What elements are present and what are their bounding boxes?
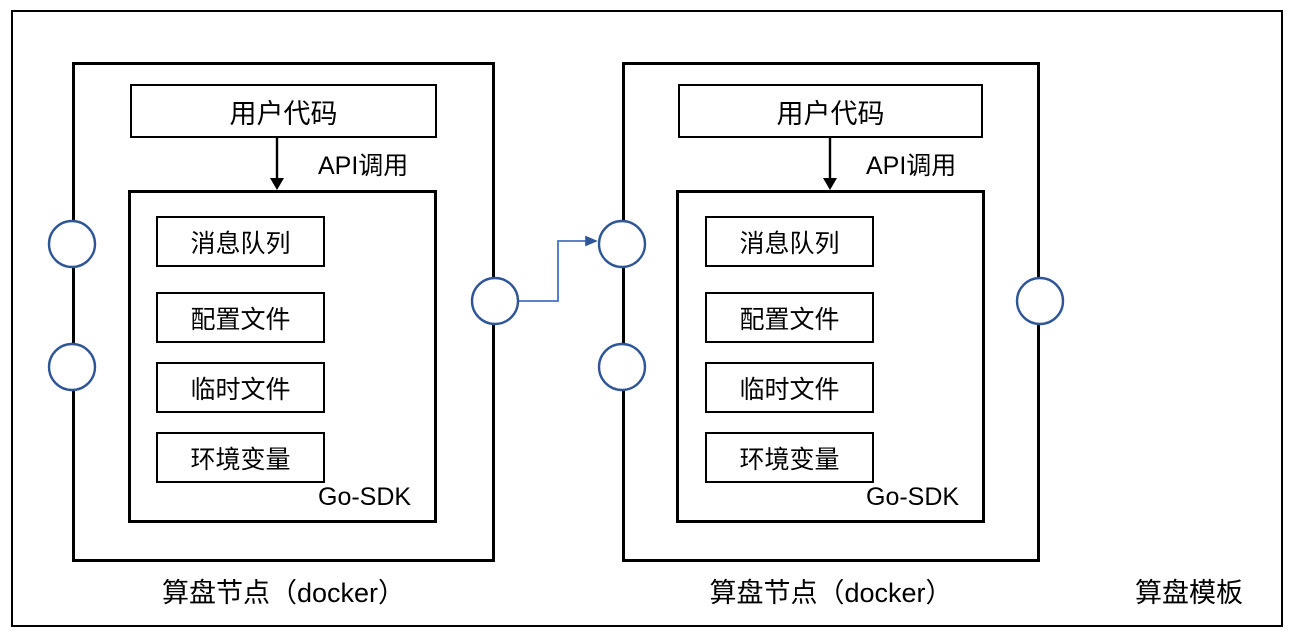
node-2-sdk-item-0[interactable]: 消息队列 xyxy=(705,216,874,267)
node-1-api-arrow xyxy=(270,138,284,190)
abacus-template-frame xyxy=(11,10,1283,627)
node-2-sdk-item-1-label: 配置文件 xyxy=(739,305,840,334)
node-2-user-code-box[interactable]: 用户代码 xyxy=(678,84,983,138)
node-2-go-sdk-label: Go-SDK xyxy=(866,483,960,511)
node-2-sdk-item-1[interactable]: 配置文件 xyxy=(705,292,874,343)
node-2-sdk-item-2-label: 临时文件 xyxy=(739,375,840,404)
node-2-api-call-label: API调用 xyxy=(866,152,957,180)
node-1-go-sdk-frame xyxy=(128,190,437,523)
node-2-caption: 算盘节点（docker） xyxy=(709,578,953,608)
node-1-left-lower-port[interactable] xyxy=(47,342,97,392)
node-2-left-upper-port[interactable] xyxy=(597,219,647,269)
node-1-sdk-item-0-label: 消息队列 xyxy=(190,229,291,258)
inter-node-link xyxy=(519,235,598,302)
node-1-sdk-item-0[interactable]: 消息队列 xyxy=(156,216,325,267)
node-2-api-arrow xyxy=(823,138,837,190)
node-1-user-code-box[interactable]: 用户代码 xyxy=(130,84,437,138)
node-2-user-code-label: 用户代码 xyxy=(776,98,885,129)
node-1-sdk-item-2-label: 临时文件 xyxy=(190,375,291,404)
node-1-sdk-item-1-label: 配置文件 xyxy=(190,305,291,334)
node-2-right-port[interactable] xyxy=(1015,276,1065,326)
node-2-go-sdk-frame xyxy=(676,190,985,523)
node-1-sdk-item-3-label: 环境变量 xyxy=(190,445,291,474)
node-2-sdk-item-0-label: 消息队列 xyxy=(739,229,840,258)
node-2-sdk-item-3-label: 环境变量 xyxy=(739,445,840,474)
node-1-go-sdk-label: Go-SDK xyxy=(318,483,412,511)
node-2-left-lower-port[interactable] xyxy=(597,342,647,392)
node-2-sdk-item-2[interactable]: 临时文件 xyxy=(705,362,874,413)
node-1-user-code-label: 用户代码 xyxy=(229,98,338,129)
node-1-right-port[interactable] xyxy=(470,276,520,326)
node-1-caption: 算盘节点（docker） xyxy=(161,578,406,608)
node-1-api-call-label: API调用 xyxy=(318,152,409,180)
node-2-sdk-item-3[interactable]: 环境变量 xyxy=(705,432,874,483)
abacus-template-label: 算盘模板 xyxy=(1135,578,1243,608)
node-1-left-upper-port[interactable] xyxy=(47,219,97,269)
node-1-sdk-item-3[interactable]: 环境变量 xyxy=(156,432,325,483)
node-1-sdk-item-2[interactable]: 临时文件 xyxy=(156,362,325,413)
node-1-sdk-item-1[interactable]: 配置文件 xyxy=(156,292,325,343)
